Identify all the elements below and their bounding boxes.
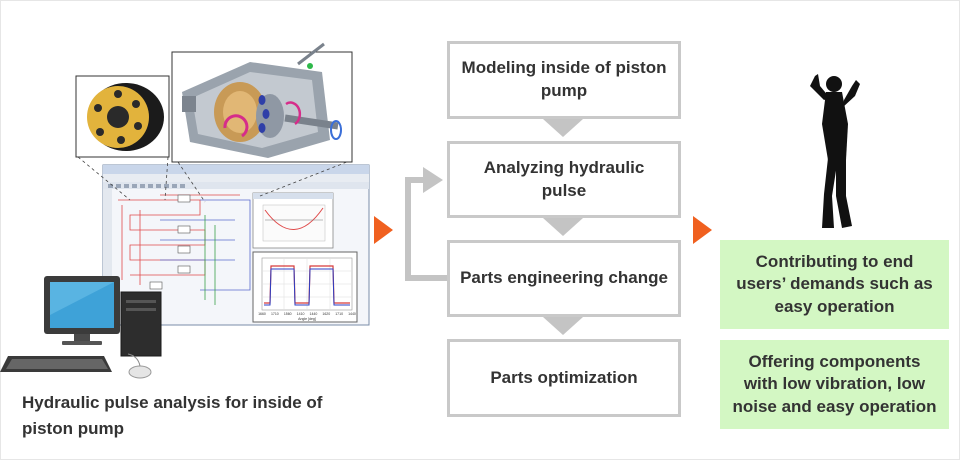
graph-tick-label: 1440 [348, 312, 356, 316]
flow-step-label: Parts engineering change [460, 268, 668, 288]
down-connector-icon [543, 317, 583, 335]
down-connector-icon [543, 119, 583, 137]
callout-lines [77, 156, 353, 203]
down-connector-icon [543, 218, 583, 236]
result-label: Offering components with low vibration, … [732, 352, 937, 416]
graph-tick-label: 1440 [310, 312, 318, 316]
piston-pump-cutaway [171, 42, 353, 163]
flow-step-label: Parts optimization [490, 367, 638, 387]
graph-tick-label: 1410 [297, 312, 305, 316]
result-end-user-demands: Contributing to end users’ demands such … [720, 240, 949, 329]
arrow-to-results-icon [693, 216, 712, 244]
graph-tick-label: 1660 [258, 312, 266, 316]
flow-step-optimization: Parts optimization [447, 339, 681, 417]
result-label: Contributing to end users’ demands such … [736, 252, 933, 316]
cheering-person-silhouette [810, 74, 860, 228]
feedback-loop-arrow [405, 167, 447, 281]
swash-plate-photo [75, 75, 170, 158]
graph-tick-label: 1710 [335, 312, 343, 316]
left-panel-caption: Hydraulic pulse analysis for inside of p… [22, 393, 323, 438]
graph-axis-label: Angle [deg] [298, 317, 316, 321]
flow-step-label: Modeling inside of piston pump [461, 58, 667, 100]
pressure-pulse-graph [252, 251, 358, 323]
flow-step-label: Analyzing hydraulic pulse [483, 157, 645, 200]
graph-tick-label: 1710 [271, 312, 279, 316]
flow-step-analyzing: Analyzing hydraulic pulse [447, 141, 681, 218]
flow-step-modeling: Modeling inside of piston pump [447, 41, 681, 119]
result-low-vibration-components: Offering components with low vibration, … [720, 340, 949, 429]
flow-step-engineering-change: Parts engineering change [447, 240, 681, 317]
desktop-computer-icon [0, 276, 162, 379]
graph-tick-label: 1560 [284, 312, 292, 316]
graph-tick-label: 1620 [322, 312, 330, 316]
arrow-to-flow-icon [374, 216, 393, 244]
